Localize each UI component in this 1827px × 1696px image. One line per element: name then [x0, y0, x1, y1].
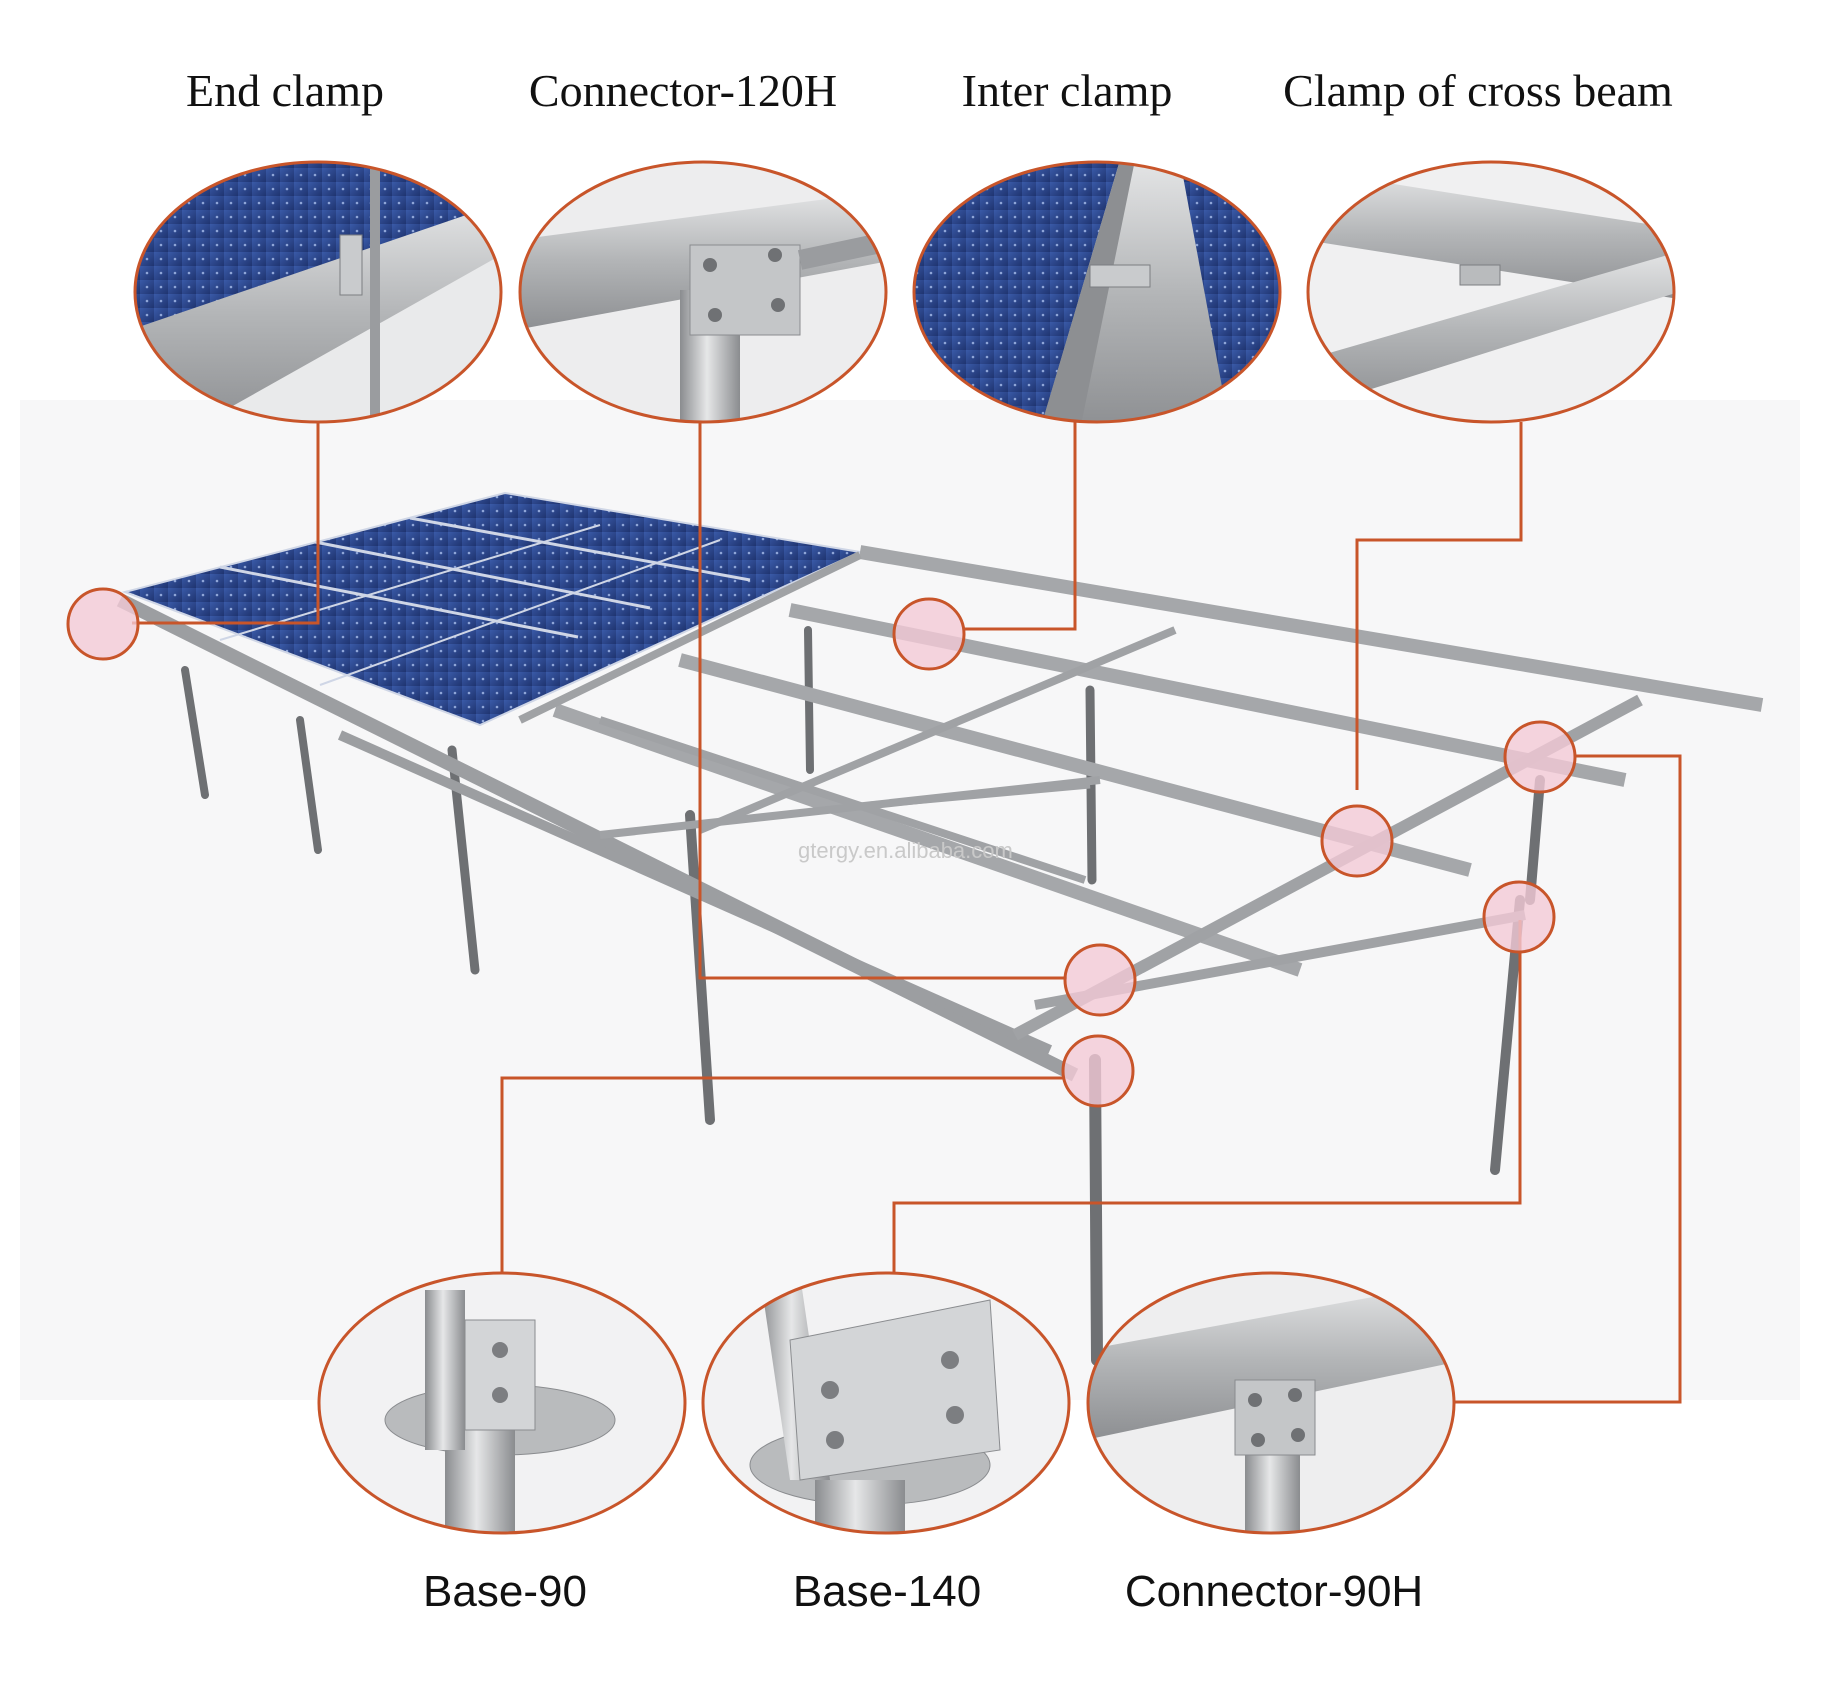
detail-end-clamp: [133, 160, 503, 424]
detail-connector-90h: [1086, 1271, 1456, 1535]
detail-base-90: [317, 1271, 687, 1535]
callout-lines: [132, 422, 1682, 1404]
detail-connector-120h: [518, 160, 888, 424]
label-connector-90h: Connector-90H: [1124, 1567, 1424, 1616]
detail-clamp-cross-beam: [1306, 160, 1676, 424]
label-connector-120h: Connector-120H: [528, 65, 838, 116]
highlight-markers: [66, 587, 1577, 1108]
watermark: gtergy.en.alibaba.com: [798, 838, 1013, 863]
label-clamp-cross-beam: Clamp of cross beam: [1283, 65, 1673, 116]
label-base-140: Base-140: [792, 1567, 982, 1616]
label-base-90: Base-90: [423, 1567, 587, 1616]
label-end-clamp: End clamp: [186, 65, 384, 116]
detail-inter-clamp: [912, 160, 1282, 424]
label-inter-clamp: Inter clamp: [961, 65, 1173, 116]
detail-base-140: [701, 1271, 1071, 1535]
